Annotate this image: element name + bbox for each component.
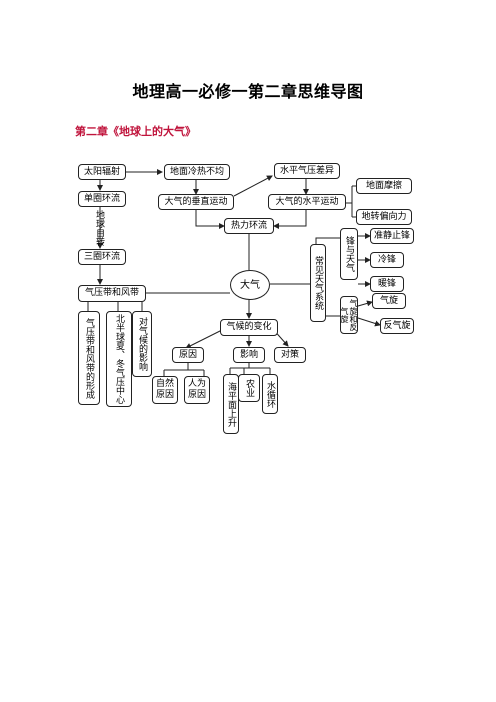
node-climate-change: 气候的变化	[220, 319, 278, 336]
node-sea-level-rise: 海平面上升	[223, 374, 239, 434]
node-climate-impact: 对气候的影响	[132, 311, 152, 377]
node-stationary-front: 准静止锋	[370, 228, 414, 244]
node-impact: 影响	[233, 347, 265, 363]
node-belt-formation: 气压带和风带的形成	[78, 311, 100, 405]
label-earth-rotation: 地球自转	[94, 210, 104, 246]
node-single-cell-circulation: 单圈环流	[78, 191, 126, 207]
node-causes: 原因	[172, 347, 204, 363]
node-fronts-and-weather: 锋与天气	[340, 228, 358, 280]
node-measures: 对策	[274, 347, 306, 363]
node-atmosphere-center: 大气	[230, 270, 270, 300]
mind-map: 太阳辐射 地面冷热不均 水平气压差异 单圈环流 大气的垂直运动 大气的水平运动 …	[78, 156, 414, 446]
node-vertical-motion: 大气的垂直运动	[158, 194, 234, 210]
connector-lines	[87, 169, 381, 376]
node-agriculture: 农业	[238, 374, 260, 402]
page-title: 地理高一必修一第二章思维导图	[132, 82, 364, 101]
node-coriolis-force: 地转偏向力	[356, 209, 412, 225]
node-solar-radiation: 太阳辐射	[78, 164, 126, 180]
cyclones-label: 气旋和反气旋	[340, 299, 358, 331]
node-uneven-heating: 地面冷热不均	[164, 164, 230, 180]
node-common-weather-systems: 常见天气系统	[310, 244, 326, 322]
node-ground-friction: 地面摩擦	[356, 178, 412, 194]
node-cold-front: 冷锋	[370, 252, 404, 268]
node-human-causes: 人为原因	[184, 376, 210, 404]
node-horizontal-motion: 大气的水平运动	[268, 194, 346, 210]
node-nh-pressure-centers: 北半球夏、冬气压中心	[106, 311, 132, 407]
node-thermal-circulation: 热力环流	[224, 218, 274, 234]
node-pressure-wind-belts: 气压带和风带	[78, 285, 146, 302]
node-pressure-difference: 水平气压差异	[274, 163, 340, 179]
node-warm-front: 暖锋	[370, 276, 404, 292]
chapter-subtitle: 第二章《地球上的大气》	[75, 125, 196, 138]
node-cyclone: 气旋	[372, 293, 406, 309]
node-cyclones-anticyclones: 气旋和反气旋	[340, 296, 358, 334]
node-three-cell-circulation: 三圈环流	[78, 249, 126, 265]
node-anticyclone: 反气旋	[380, 318, 414, 334]
node-natural-causes: 自然原因	[152, 376, 178, 404]
node-water-cycle: 水循环	[262, 374, 278, 414]
